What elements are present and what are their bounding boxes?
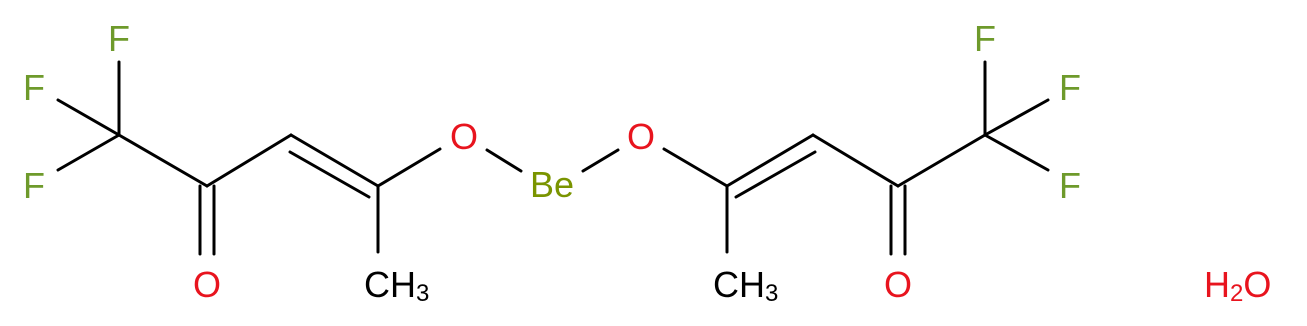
water-h: H: [1204, 264, 1230, 305]
fluorine-label-5: F: [1059, 67, 1081, 108]
fluorine-label-6: F: [1059, 165, 1081, 206]
bond-c3r-c2r: [811, 133, 900, 188]
fluorine-label-4: F: [974, 18, 996, 59]
methyl-left-subscript: 3: [416, 280, 429, 307]
bond-c1-f3: [56, 133, 121, 172]
bond-c4-o-ether: [376, 147, 442, 188]
water-o: O: [1243, 264, 1271, 305]
oxygen-keto-right: O: [884, 264, 912, 305]
methyl-left-label: CH3: [364, 264, 429, 307]
methyl-right-main: CH: [713, 264, 765, 305]
methyl-right-subscript: 3: [765, 280, 778, 307]
bond-c1r-f6: [983, 133, 1050, 172]
bond-c4r-c3r-double: [734, 150, 817, 199]
oxygen-ether-right: O: [627, 116, 655, 157]
beryllium-label: Be: [530, 164, 574, 205]
bond-c2r-c1r: [896, 133, 987, 188]
bond-o-be-left: [485, 148, 523, 173]
oxygen-keto-left: O: [193, 264, 221, 305]
bond-c1r-f5: [983, 98, 1050, 137]
bond-o-ether-c4r: [662, 147, 729, 188]
bond-c1-c2: [117, 133, 209, 188]
fluorine-label-1: F: [108, 18, 130, 59]
methyl-left-main: CH: [364, 264, 416, 305]
bond-c3-c4: [289, 133, 380, 188]
bond-c4r-c3r: [725, 133, 815, 188]
oxygen-ether-left: O: [450, 116, 478, 157]
bond-c1-f2: [56, 98, 121, 137]
water-label: H2O: [1204, 264, 1271, 307]
fluorine-label-2: F: [23, 67, 45, 108]
fluorine-label-3: F: [23, 165, 45, 206]
bond-c2-c3: [205, 133, 293, 188]
water-subscript: 2: [1230, 280, 1243, 307]
methyl-right-label: CH3: [713, 264, 778, 307]
bond-c3-c4-double: [288, 150, 371, 199]
bond-be-o-right: [581, 148, 620, 173]
